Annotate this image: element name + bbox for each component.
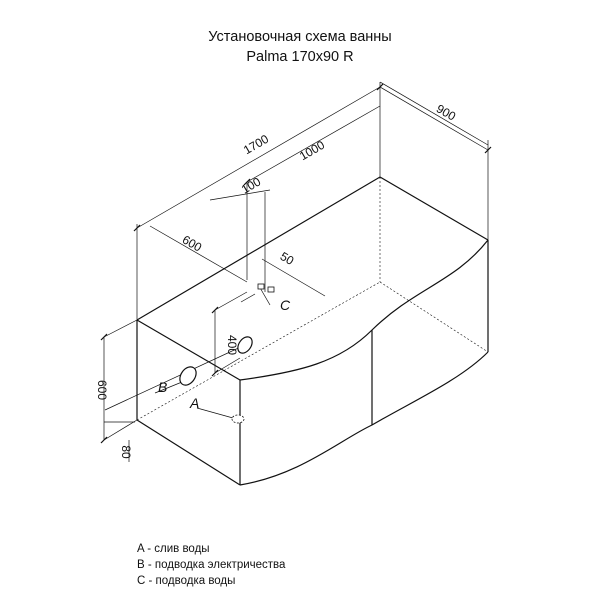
legend-item-a: A - слив воды [137, 543, 210, 555]
dim-label-50: 50 [278, 249, 297, 268]
connection-points [179, 283, 275, 424]
dim-label-400-vertical: 400 [225, 335, 239, 355]
electrical-outlet-b-icon [179, 366, 197, 386]
diagram-title: Установочная схема ванны [208, 29, 392, 45]
tub-curved-top-edge [239, 239, 489, 381]
dimension-line-50 [261, 258, 326, 297]
outlet-icon [237, 336, 253, 354]
bathtub-outline [136, 176, 489, 486]
tub-back-top-edge [136, 176, 381, 321]
dimension-line-600 [149, 225, 248, 283]
dimension-line-900 [379, 86, 489, 151]
marker-b: B [158, 379, 167, 395]
tub-curved-bottom-edge [239, 351, 489, 486]
tub-bottom-front-edge [136, 419, 241, 486]
dimension-ticks [100, 83, 492, 444]
legend-item-b: B - подводка электричества [137, 559, 286, 571]
dim-label-1000: 1000 [297, 138, 327, 164]
tub-right-top-edge [379, 176, 489, 241]
dimension-line-100 [209, 189, 271, 201]
leader-b [154, 381, 183, 394]
legend: A - слив воды B - подводка электричества… [137, 541, 285, 589]
dim-label-600: 600 [180, 232, 205, 254]
water-supply-c-icon [257, 283, 265, 290]
hidden-edges [136, 177, 489, 485]
leader-a [196, 407, 234, 419]
marker-a: A [189, 395, 199, 411]
dimension-line-1700 [136, 86, 381, 229]
diagram-subtitle: Palma 170x90 R [246, 49, 354, 65]
dim-label-600-vertical: 600 [95, 380, 109, 400]
dimension-lines [103, 81, 489, 462]
dim-label-100: 100 [239, 174, 264, 196]
legend-item-c: C - подводка воды [137, 575, 236, 587]
drain-a-icon [231, 414, 245, 424]
water-supply-c-icon-2 [267, 286, 275, 293]
marker-c: C [280, 297, 291, 313]
dim-label-80-vertical: 80 [119, 445, 133, 459]
tub-front-top-edge [136, 319, 241, 381]
dim-label-1700: 1700 [241, 132, 271, 158]
